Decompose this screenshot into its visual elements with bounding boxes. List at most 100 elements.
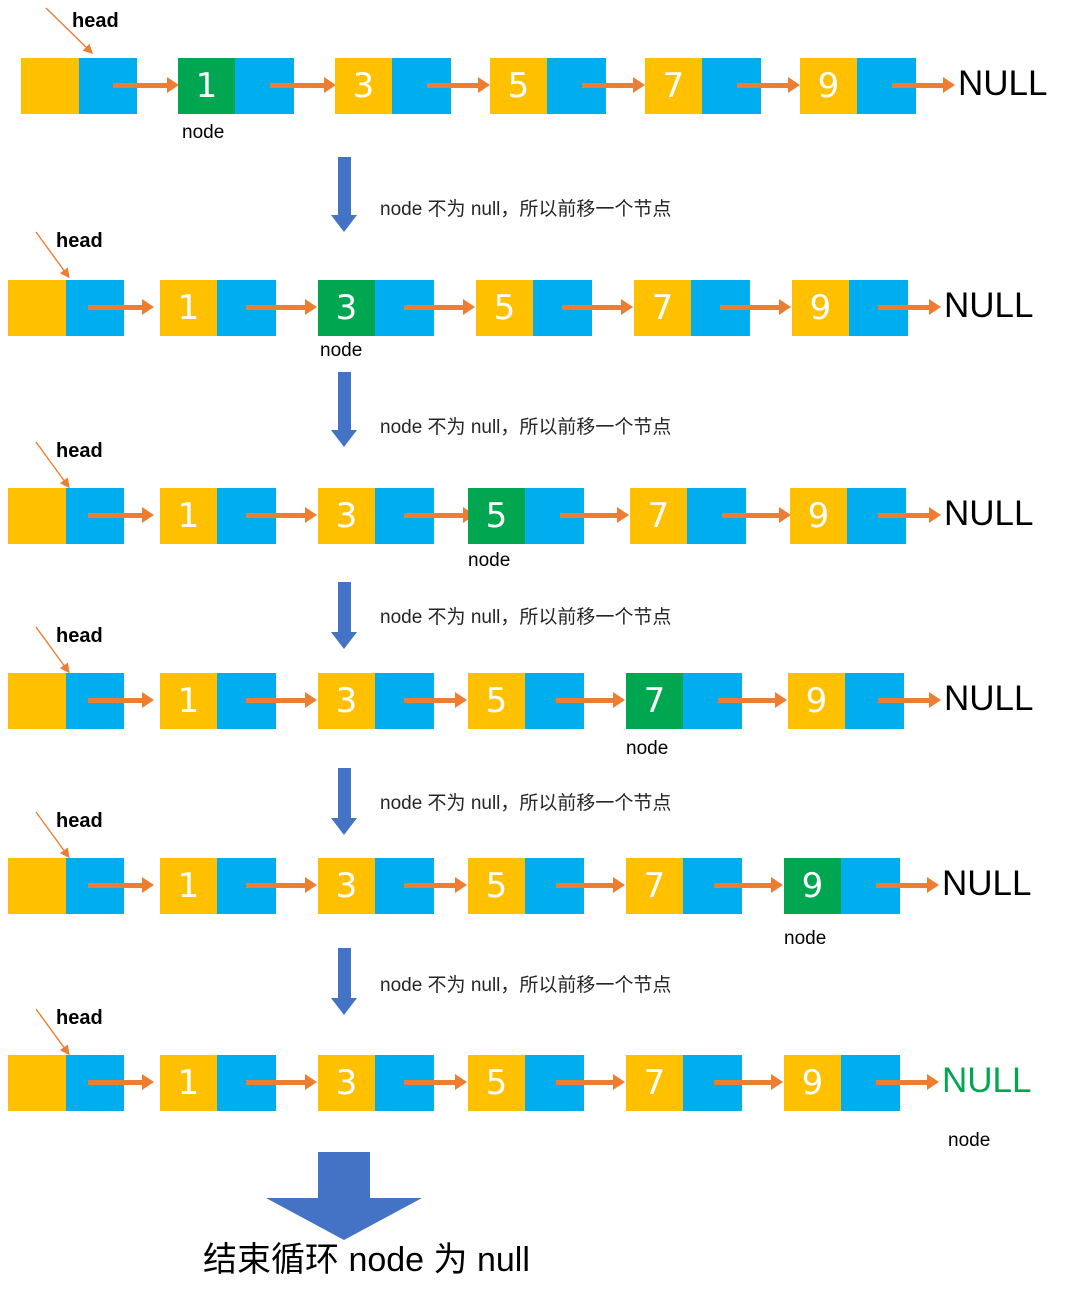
node-caption: node bbox=[320, 340, 363, 361]
node-value-cell: 9 bbox=[784, 1055, 841, 1111]
conclusion-text: 结束循环 node 为 null bbox=[203, 1241, 530, 1279]
node-value-cell: 9 bbox=[792, 280, 849, 336]
list-node: 9 bbox=[788, 673, 904, 729]
node-value-cell: 9 bbox=[784, 858, 841, 914]
node-value-cell bbox=[8, 488, 66, 544]
link-arrow bbox=[246, 877, 317, 893]
node-value-cell: 9 bbox=[788, 673, 845, 729]
list-node: 9 bbox=[784, 1055, 900, 1111]
step-description: node 不为 null，所以前移一个节点 bbox=[380, 793, 672, 814]
list-node: 5 bbox=[468, 1055, 584, 1111]
link-arrow bbox=[562, 299, 633, 315]
link-arrow bbox=[404, 877, 467, 893]
list-node-head bbox=[8, 280, 124, 336]
list-row: 1 3 5 7 9 NULL bbox=[0, 673, 1068, 729]
list-node: 7 bbox=[634, 280, 750, 336]
head-label: head bbox=[56, 440, 103, 462]
list-row: 1 3 5 7 9 NULL bbox=[0, 280, 1068, 336]
link-arrow bbox=[720, 299, 791, 315]
node-value-cell: 7 bbox=[626, 858, 683, 914]
link-arrow bbox=[560, 507, 629, 523]
node-value-cell: 9 bbox=[790, 488, 847, 544]
link-arrow bbox=[722, 507, 791, 523]
node-value-cell bbox=[8, 1055, 66, 1111]
link-arrow bbox=[88, 507, 154, 523]
list-node: 9 bbox=[800, 58, 916, 114]
node-value-cell: 3 bbox=[318, 673, 375, 729]
node-caption: node bbox=[948, 1130, 991, 1151]
node-value-cell: 5 bbox=[468, 488, 525, 544]
link-arrow bbox=[246, 507, 317, 523]
link-arrow bbox=[556, 1074, 625, 1090]
link-arrow bbox=[88, 692, 154, 708]
list-node: 7 bbox=[626, 858, 742, 914]
step-description: node 不为 null，所以前移一个节点 bbox=[380, 607, 672, 628]
list-node: 7 bbox=[645, 58, 761, 114]
final-step-arrow bbox=[266, 1152, 422, 1240]
step-arrow bbox=[331, 372, 357, 447]
link-arrow bbox=[404, 692, 467, 708]
node-value-cell: 5 bbox=[490, 58, 547, 114]
link-arrow bbox=[404, 507, 475, 523]
node-caption: node bbox=[468, 550, 511, 571]
step-arrow bbox=[331, 157, 357, 232]
head-label: head bbox=[56, 1007, 103, 1029]
link-arrow bbox=[88, 299, 154, 315]
null-label: NULL bbox=[942, 864, 1032, 903]
list-node: 7 bbox=[626, 673, 742, 729]
link-arrow bbox=[270, 77, 336, 93]
step-description: node 不为 null，所以前移一个节点 bbox=[380, 975, 672, 996]
step-arrow bbox=[331, 582, 357, 649]
link-arrow bbox=[556, 877, 625, 893]
node-value-cell: 1 bbox=[160, 488, 217, 544]
head-label: head bbox=[56, 230, 103, 252]
list-node: 3 bbox=[318, 1055, 434, 1111]
node-value-cell: 5 bbox=[468, 858, 525, 914]
node-caption: node bbox=[784, 928, 827, 949]
list-node: 3 bbox=[318, 280, 434, 336]
list-node: 7 bbox=[626, 1055, 742, 1111]
link-arrow bbox=[88, 1074, 154, 1090]
link-arrow bbox=[246, 299, 317, 315]
node-value-cell: 1 bbox=[160, 1055, 217, 1111]
list-row: 1 3 5 7 9 NULL bbox=[0, 58, 1068, 114]
node-value-cell: 7 bbox=[626, 1055, 683, 1111]
link-arrow bbox=[427, 77, 490, 93]
list-node: 1 bbox=[160, 673, 276, 729]
node-value-cell: 3 bbox=[335, 58, 392, 114]
node-value-cell bbox=[8, 280, 66, 336]
list-row: 1 3 5 7 9 NULL bbox=[0, 1055, 1068, 1111]
head-label: head bbox=[72, 10, 119, 32]
list-row: 1 3 5 7 9 NULL bbox=[0, 858, 1068, 914]
list-node: 3 bbox=[318, 488, 434, 544]
node-value-cell: 1 bbox=[160, 280, 217, 336]
link-arrow bbox=[582, 77, 645, 93]
null-label: NULL bbox=[958, 64, 1048, 103]
link-arrow bbox=[714, 877, 783, 893]
step-description: node 不为 null，所以前移一个节点 bbox=[380, 199, 672, 220]
list-node: 1 bbox=[160, 1055, 276, 1111]
link-arrow bbox=[878, 299, 941, 315]
link-arrow bbox=[404, 1074, 467, 1090]
node-value-cell: 1 bbox=[160, 858, 217, 914]
node-value-cell: 3 bbox=[318, 1055, 375, 1111]
link-arrow bbox=[718, 692, 787, 708]
step-arrow bbox=[331, 948, 357, 1015]
node-value-cell: 3 bbox=[318, 280, 375, 336]
node-value-cell: 5 bbox=[468, 1055, 525, 1111]
null-label-highlighted: NULL bbox=[942, 1061, 1032, 1100]
link-arrow bbox=[88, 877, 154, 893]
node-value-cell: 7 bbox=[645, 58, 702, 114]
link-arrow bbox=[878, 507, 941, 523]
link-arrow bbox=[246, 692, 317, 708]
node-value-cell: 1 bbox=[160, 673, 217, 729]
list-node-head bbox=[8, 1055, 124, 1111]
null-label: NULL bbox=[944, 286, 1034, 325]
node-value-cell: 3 bbox=[318, 488, 375, 544]
link-arrow bbox=[404, 299, 475, 315]
node-value-cell bbox=[8, 673, 66, 729]
step-description: node 不为 null，所以前移一个节点 bbox=[380, 417, 672, 438]
node-value-cell: 7 bbox=[626, 673, 683, 729]
link-arrow bbox=[876, 1074, 939, 1090]
